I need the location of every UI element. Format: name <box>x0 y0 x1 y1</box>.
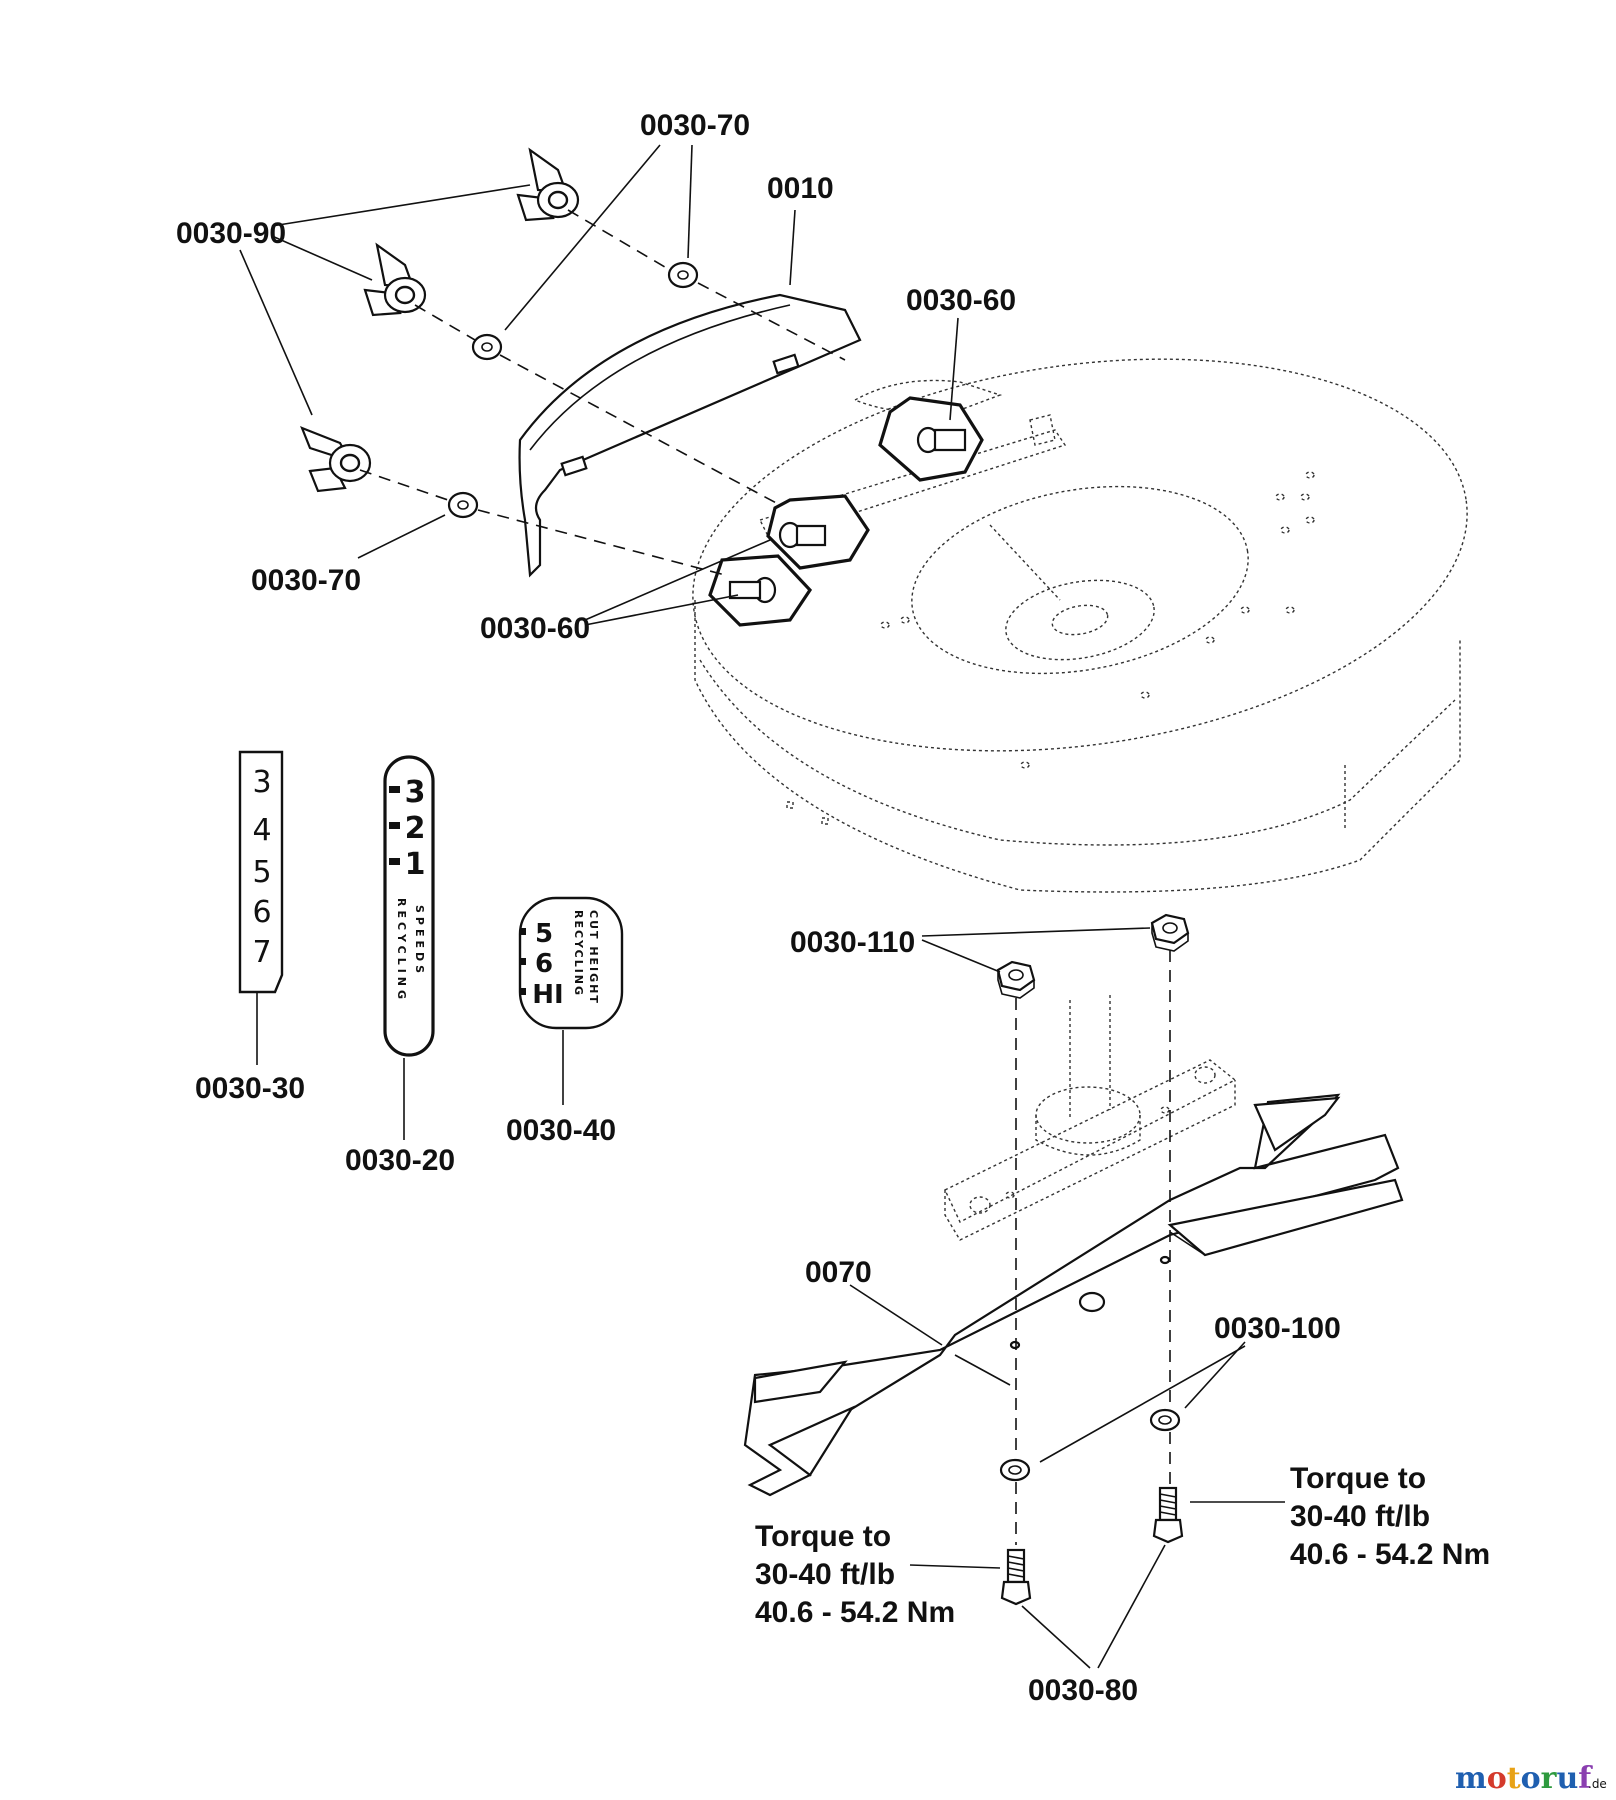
hex-nut-left <box>996 960 1036 999</box>
assembly-lines-bottom <box>1015 950 1171 1545</box>
discharge-chute <box>518 293 862 578</box>
torque-left-line3: 40.6 - 54.2 Nm <box>755 1596 955 1629</box>
wing-nut-middle <box>363 242 427 317</box>
watermark-logo: motoruf .de <box>1455 1761 1607 1796</box>
decal-leaders <box>256 992 564 1140</box>
decal-recycling-text: RECYCLING <box>572 910 585 997</box>
washer-top <box>667 261 699 289</box>
mower-blade <box>743 1093 1404 1497</box>
decal-digit: 4 <box>252 813 271 848</box>
label-0070: 0070 <box>805 1256 872 1289</box>
decal-cut-height-text: CUT HEIGHT <box>587 910 600 1005</box>
blade-bolt-left <box>1000 1548 1032 1606</box>
blade-adapter <box>944 995 1237 1241</box>
watermark-brand: motoruf <box>1455 1761 1593 1796</box>
decal-0030-30: 3 4 5 6 7 <box>238 750 284 994</box>
watermark-letter: m <box>1455 1761 1487 1796</box>
decal-digit: 7 <box>252 935 271 970</box>
decal-0030-20: 3 2 1 RECYCLING SPEEDS <box>383 755 435 1057</box>
hex-nut-right <box>1150 913 1190 952</box>
watermark-letter: o <box>1521 1761 1541 1796</box>
wing-nut-top <box>516 147 580 222</box>
decal-speed-2: 2 <box>405 811 426 846</box>
label-0030-80: 0030-80 <box>1028 1674 1138 1707</box>
blade-leaders <box>849 927 1285 1669</box>
torque-left-line1: Torque to <box>755 1520 891 1553</box>
watermark-letter: f <box>1578 1761 1593 1796</box>
washer-middle <box>471 333 503 361</box>
decal-digit: 3 <box>252 765 271 800</box>
decal-0030-40: 5 6 HI RECYCLING CUT HEIGHT <box>518 896 624 1030</box>
label-0010: 0010 <box>767 172 834 205</box>
label-0030-70-top: 0030-70 <box>640 109 750 142</box>
torque-right-line1: Torque to <box>1290 1462 1426 1495</box>
label-0030-60-bottom: 0030-60 <box>480 612 590 645</box>
decal-speeds-text: SPEEDS <box>413 905 426 977</box>
torque-left-line2: 30-40 ft/lb <box>755 1558 895 1591</box>
decal-speed-1: 1 <box>405 847 426 882</box>
carriage-bolt-1 <box>878 396 984 482</box>
part-labels: 0030-70 0010 0030-90 0030-60 0030-70 003… <box>176 109 1341 1707</box>
label-0030-90: 0030-90 <box>176 217 286 250</box>
watermark-letter: t <box>1507 1761 1521 1796</box>
decal-digit: 6 <box>252 895 271 930</box>
torque-right-line3: 40.6 - 54.2 Nm <box>1290 1538 1490 1571</box>
decal-digit: 5 <box>252 855 271 890</box>
label-0030-20: 0030-20 <box>345 1144 455 1177</box>
blade-washer-left <box>999 1458 1031 1482</box>
decal-height-5: 5 <box>535 919 553 949</box>
wing-nut-bottom <box>300 426 372 493</box>
label-0030-110: 0030-110 <box>790 926 915 959</box>
decal-height-6: 6 <box>535 949 553 979</box>
watermark-letter: o <box>1487 1761 1507 1796</box>
label-0030-100: 0030-100 <box>1214 1312 1341 1345</box>
washer-bottom <box>447 491 479 519</box>
leader-lines <box>239 144 959 626</box>
blade-bolt-right <box>1152 1486 1184 1544</box>
watermark-suffix: .de <box>1588 1777 1607 1791</box>
carriage-bolt-2 <box>766 494 870 570</box>
torque-note-left: Torque to 30-40 ft/lb 40.6 - 54.2 Nm <box>755 1520 955 1629</box>
label-0030-70-bottom: 0030-70 <box>251 564 361 597</box>
decal-recycling-text: RECYCLING <box>395 898 408 1003</box>
label-0030-40: 0030-40 <box>506 1114 616 1147</box>
carriage-bolt-3 <box>708 554 813 627</box>
mower-deck <box>692 358 1468 893</box>
torque-note-right: Torque to 30-40 ft/lb 40.6 - 54.2 Nm <box>1290 1462 1490 1571</box>
decal-speed-3: 3 <box>405 775 426 810</box>
label-0030-60-top: 0030-60 <box>906 284 1016 317</box>
decal-height-hi: HI <box>532 980 563 1010</box>
watermark-letter: r <box>1541 1761 1558 1796</box>
torque-right-line2: 30-40 ft/lb <box>1290 1500 1430 1533</box>
assembly-lines-top <box>359 209 846 576</box>
blade-washer-right <box>1149 1408 1181 1432</box>
watermark-letter: u <box>1556 1761 1578 1796</box>
label-0030-30: 0030-30 <box>195 1072 305 1105</box>
